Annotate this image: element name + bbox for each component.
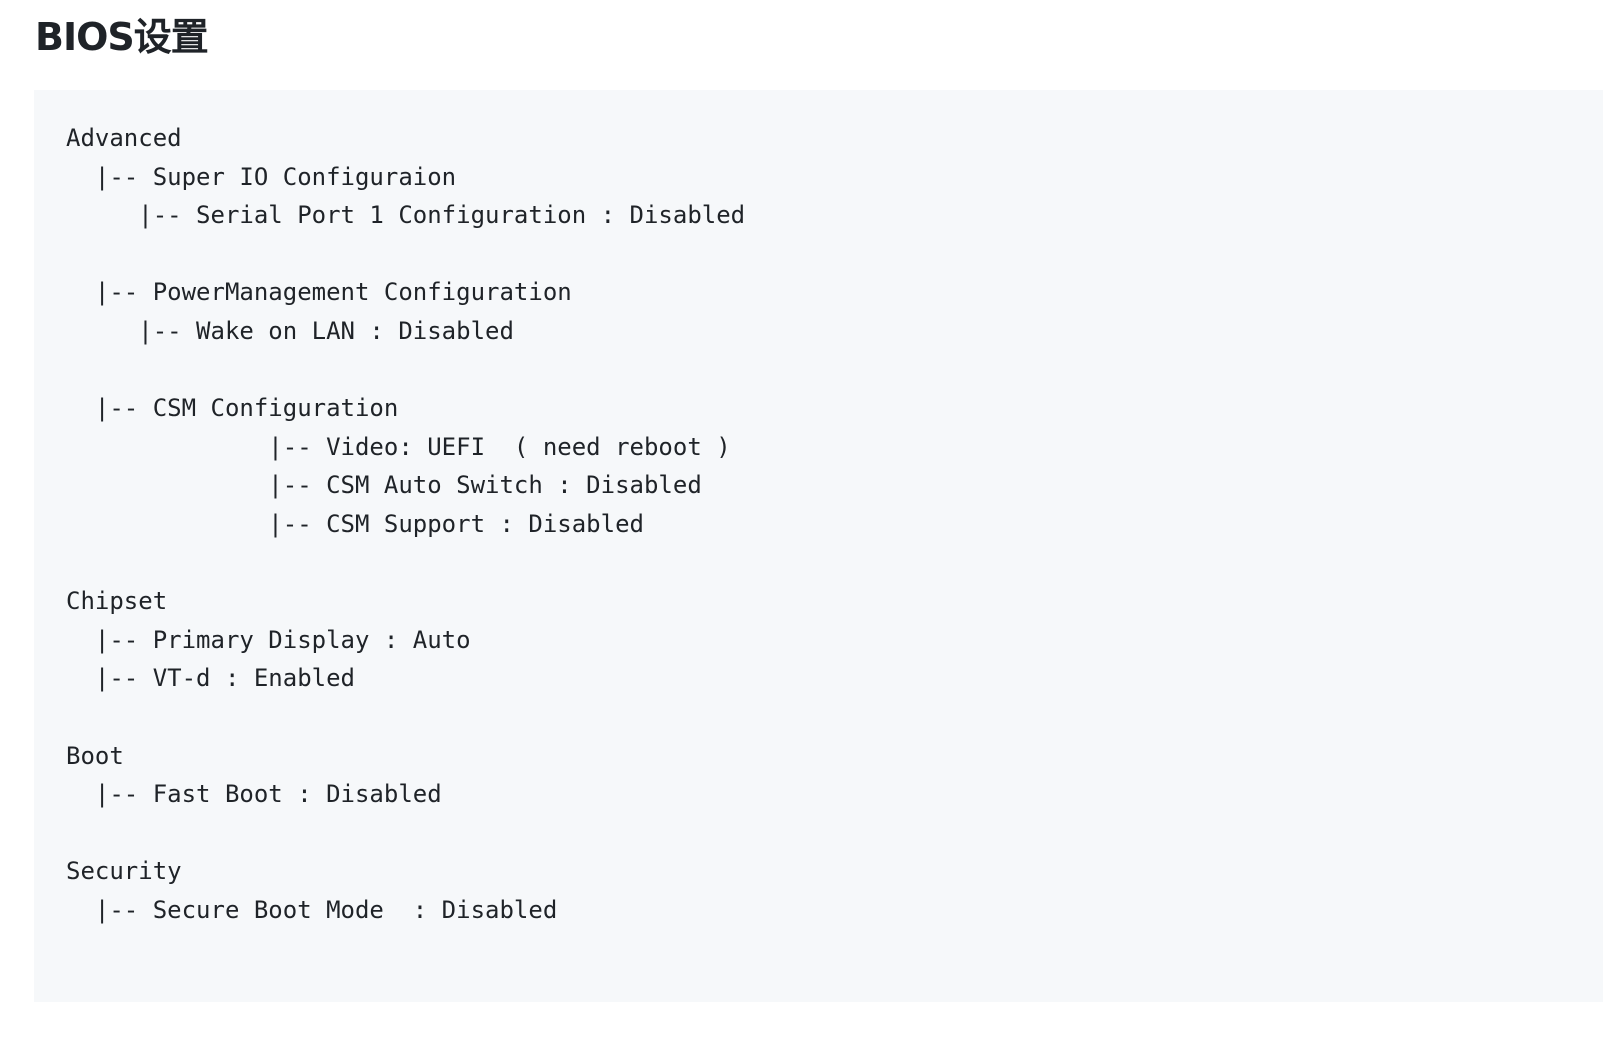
code-line: |-- CSM Support : Disabled [66, 509, 644, 538]
code-line: Security [66, 857, 182, 886]
code-block: Advanced |-- Super IO Configuraion |-- S… [34, 90, 1603, 1002]
code-line [66, 698, 1603, 737]
code-line [66, 814, 1603, 853]
code-line [66, 235, 1603, 274]
code-line: |-- CSM Auto Switch : Disabled [66, 471, 702, 500]
code-line: |-- Super IO Configuraion [66, 162, 457, 191]
code-line: |-- Secure Boot Mode : Disabled [66, 895, 558, 924]
code-line: |-- Serial Port 1 Configuration : Disabl… [66, 201, 746, 230]
page-title: BIOS设置 [35, 15, 209, 59]
code-line: |-- Video: UEFI ( need reboot ) [66, 432, 731, 461]
code-line: Advanced [66, 124, 182, 152]
code-line [66, 544, 1603, 583]
code-line: |-- Fast Boot : Disabled [66, 780, 442, 809]
code-line: |-- Primary Display : Auto [66, 625, 471, 654]
code-lines: Advanced |-- Super IO Configuraion |-- S… [66, 119, 1603, 929]
code-line: |-- PowerManagement Configuration [66, 278, 572, 307]
code-line: Chipset [66, 587, 168, 616]
code-line: Boot [66, 741, 124, 770]
code-line [66, 351, 1603, 390]
code-line: |-- Wake on LAN : Disabled [66, 316, 514, 345]
code-line: |-- CSM Configuration [66, 394, 399, 423]
code-line: |-- VT-d : Enabled [66, 664, 355, 693]
